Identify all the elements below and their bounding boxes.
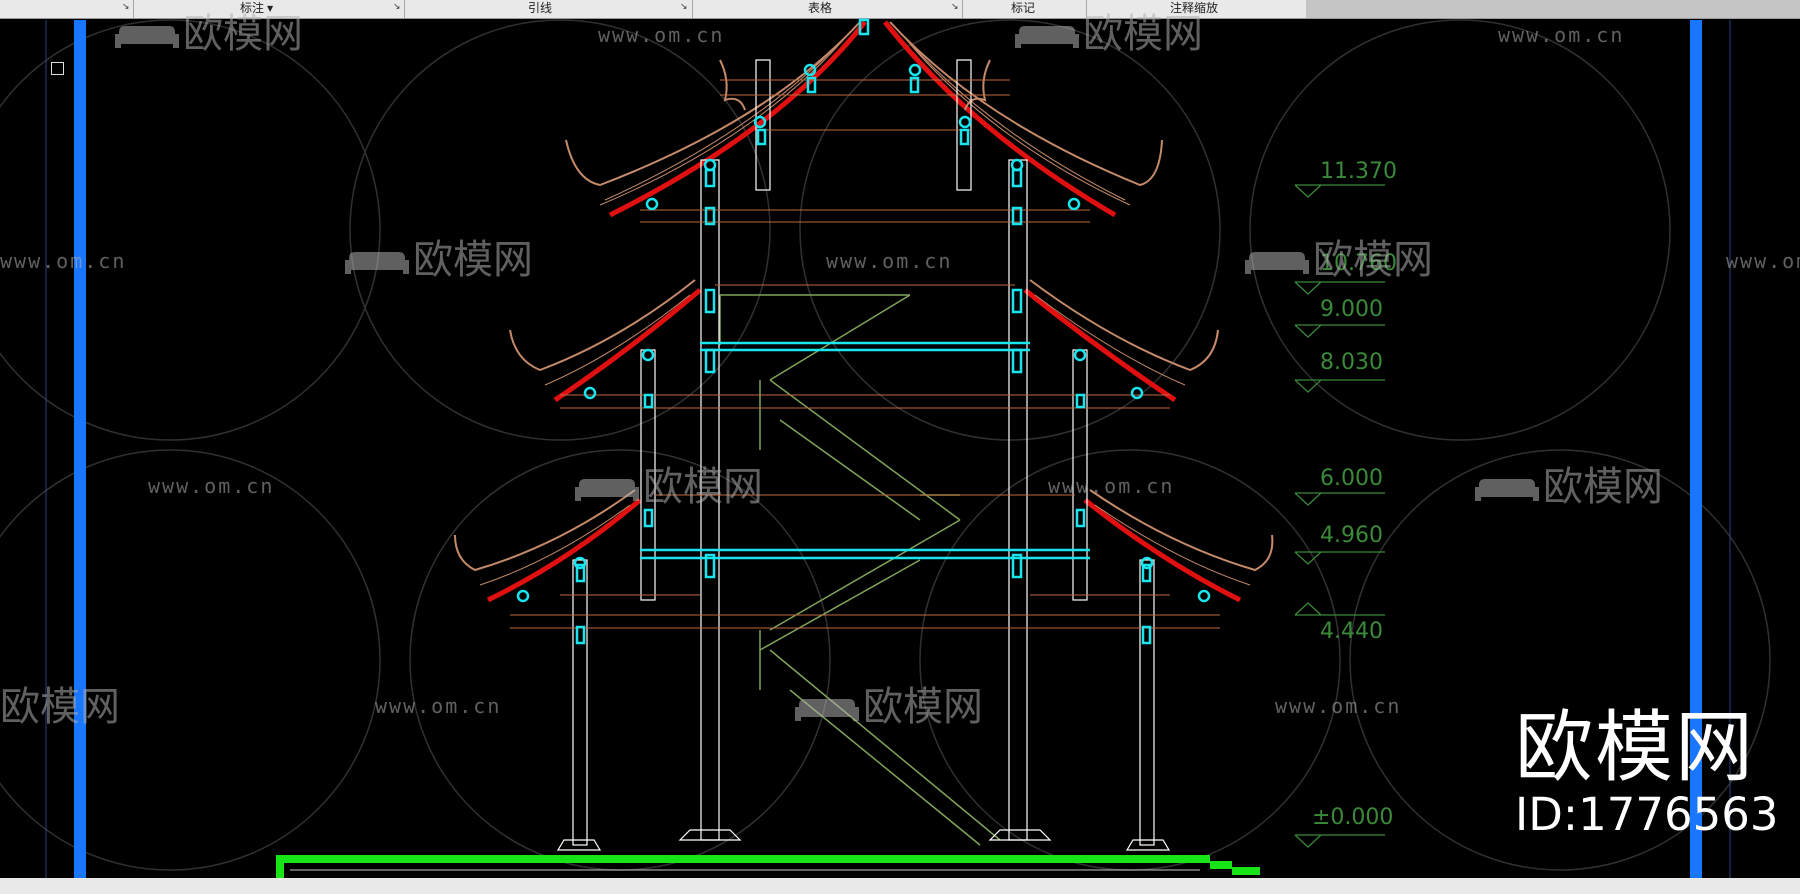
ribbon-empty-area bbox=[1306, 0, 1800, 18]
watermark-url: www.om.cn bbox=[598, 23, 725, 47]
elevation-label: 4.440 bbox=[1320, 619, 1383, 644]
watermark-url: www.om.cn bbox=[1498, 23, 1625, 47]
panel-title-annotation-scaling[interactable]: 注释缩放 bbox=[1170, 1, 1219, 15]
watermark-logo: 欧模网 bbox=[1015, 12, 1203, 56]
viewport-border-right bbox=[1690, 20, 1702, 878]
sofa-icon bbox=[1015, 26, 1079, 48]
sofa-icon bbox=[115, 26, 179, 48]
panel-title-markup[interactable]: 标记 bbox=[1011, 1, 1036, 15]
ribbon-separator bbox=[962, 0, 963, 18]
elevation-label: 9.000 bbox=[1320, 297, 1383, 322]
viewport-checkbox[interactable] bbox=[51, 62, 64, 75]
panel-title-table[interactable]: 表格 bbox=[808, 1, 833, 15]
elevation-label: 8.030 bbox=[1320, 350, 1383, 375]
sofa-icon bbox=[795, 699, 859, 721]
viewport-border-left bbox=[74, 20, 86, 878]
watermark-logo: 欧模网 bbox=[0, 684, 120, 730]
ribbon-separator bbox=[133, 0, 134, 18]
ribbon-separator bbox=[1086, 0, 1087, 18]
watermark-url: www.om.cn bbox=[1726, 249, 1800, 273]
watermark-logo: 欧模网 bbox=[795, 685, 983, 729]
status-bar-strip bbox=[0, 878, 1800, 894]
watermark-url: www.om.cn bbox=[826, 249, 953, 273]
watermark-url: www.om.cn bbox=[1275, 694, 1402, 718]
panel-title-dimension[interactable]: 标注▼ bbox=[240, 1, 274, 15]
staircase bbox=[719, 294, 1001, 846]
ribbon-separator bbox=[692, 0, 693, 18]
watermark-url: www.om.cn bbox=[0, 249, 127, 273]
elevation-label: ±0.000 bbox=[1312, 805, 1394, 830]
panel-expander-icon[interactable]: ↘ bbox=[122, 2, 130, 12]
watermark-logo: 欧模网 bbox=[115, 12, 303, 56]
watermark-url: www.om.cn bbox=[148, 474, 275, 498]
base-platform bbox=[276, 855, 1260, 878]
ribbon-panel-bar: ↘ 标注▼ ↘ 引线 ↘ 表格 ↘ 标记 注释缩放 bbox=[0, 0, 1800, 19]
watermark-circles bbox=[0, 19, 1771, 871]
panel-expander-icon[interactable]: ↘ bbox=[680, 2, 688, 12]
sofa-icon bbox=[1475, 479, 1539, 501]
panel-title-leader[interactable]: 引线 bbox=[528, 1, 553, 15]
dropdown-arrow-icon[interactable]: ▼ bbox=[267, 3, 274, 13]
cyan-structure-detail bbox=[516, 18, 1211, 645]
watermark-logo: 欧模网 bbox=[345, 238, 533, 282]
elevation-markers bbox=[1294, 184, 1385, 848]
elevation-label: 10.760 bbox=[1320, 251, 1397, 276]
elevation-label: 4.960 bbox=[1320, 523, 1383, 548]
elevation-label: 11.370 bbox=[1320, 159, 1397, 184]
watermark-logo: 欧模网 bbox=[575, 465, 763, 509]
sofa-icon bbox=[1245, 252, 1309, 274]
watermark-logo: 欧模网 bbox=[1245, 238, 1433, 282]
panel-expander-icon[interactable]: ↘ bbox=[393, 2, 401, 12]
beams bbox=[510, 79, 1220, 629]
sofa-icon bbox=[575, 479, 639, 501]
watermark-brand-large: 欧模网 bbox=[1515, 703, 1756, 793]
roof-tiers bbox=[454, 20, 1274, 603]
watermark-id: ID:1776563 bbox=[1515, 788, 1779, 841]
watermark-url: www.om.cn bbox=[375, 694, 502, 718]
watermark-url: www.om.cn bbox=[1048, 474, 1175, 498]
panel-expander-icon[interactable]: ↘ bbox=[951, 2, 959, 12]
elevation-label: 6.000 bbox=[1320, 466, 1383, 491]
ribbon-separator bbox=[404, 0, 405, 18]
watermark-logo: 欧模网 bbox=[1475, 465, 1663, 509]
sofa-icon bbox=[345, 252, 409, 274]
